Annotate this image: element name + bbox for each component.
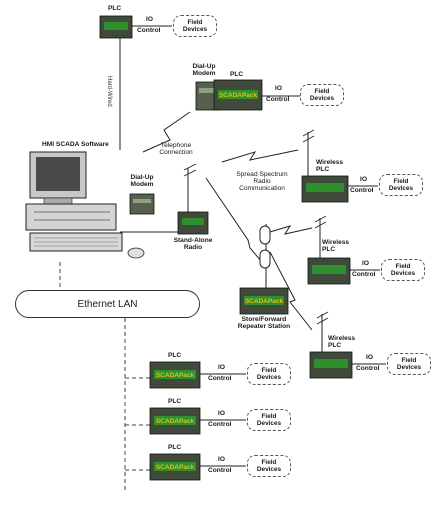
wireless-control-2-label: Control bbox=[352, 271, 376, 278]
svg-text:SCADAPack: SCADAPack bbox=[245, 298, 284, 305]
telephone-zigzag bbox=[142, 111, 191, 153]
lan-io-2-label: IO bbox=[218, 410, 225, 417]
upper-plc-label: PLC bbox=[230, 71, 244, 78]
top-plc-label: PLC bbox=[108, 5, 122, 12]
spread-spectrum-zigzag bbox=[221, 149, 299, 163]
field-devices-box: Field Devices bbox=[387, 353, 431, 375]
wireless-plc-1-icon bbox=[301, 129, 349, 203]
upper-scadapack-icon: SCADAPack bbox=[213, 79, 263, 111]
wireless-plc-2-icon bbox=[307, 215, 351, 285]
svg-text:SCADAPack: SCADAPack bbox=[156, 418, 195, 425]
computer-monitor-icon bbox=[29, 151, 87, 205]
mouse-icon bbox=[127, 247, 145, 259]
store-forward-label: Store/Forward Repeater Station bbox=[237, 316, 291, 330]
field-devices-label: Field Devices bbox=[390, 262, 416, 277]
wireless-plc-3-label: Wireless PLC bbox=[328, 335, 356, 349]
upper-io-label: IO bbox=[275, 85, 282, 92]
field-devices-label: Field Devices bbox=[396, 356, 422, 371]
lan-control-1-label: Control bbox=[208, 375, 232, 382]
lan-plc-2-label: PLC bbox=[168, 398, 182, 405]
telephone-connection-label: Telephone Connection bbox=[159, 142, 193, 156]
middle-modem-label: Dial-Up Modem bbox=[130, 174, 154, 188]
lan-plc-1-icon: SCADAPack bbox=[149, 361, 201, 389]
field-devices-box: Field Devices bbox=[247, 455, 291, 477]
svg-text:SCADAPack: SCADAPack bbox=[156, 372, 195, 379]
hmi-scada-label: HMI SCADA Software bbox=[42, 141, 109, 148]
upper-control-label: Control bbox=[266, 96, 290, 103]
repeater-wireless-zigzag-2 bbox=[269, 251, 313, 331]
field-devices-box: Field Devices bbox=[247, 409, 291, 431]
field-devices-label: Field Devices bbox=[256, 412, 282, 427]
repeater-wireless-zigzag-1 bbox=[269, 225, 313, 235]
field-devices-box: Field Devices bbox=[247, 363, 291, 385]
lan-plc-2-icon: SCADAPack bbox=[149, 407, 201, 435]
wireless-plc-3-icon bbox=[309, 311, 353, 379]
lan-plc-3-label: PLC bbox=[168, 444, 182, 451]
wireless-control-3-label: Control bbox=[356, 365, 380, 372]
lan-control-2-label: Control bbox=[208, 421, 232, 428]
field-devices-label: Field Devices bbox=[256, 366, 282, 381]
repeater-scadapack-icon: SCADAPack bbox=[239, 287, 289, 315]
lan-control-3-label: Control bbox=[208, 467, 232, 474]
keyboard-icon bbox=[29, 232, 123, 252]
field-devices-box: Field Devices bbox=[379, 174, 423, 196]
top-plc-icon bbox=[99, 15, 133, 39]
field-devices-box: Field Devices bbox=[300, 84, 344, 106]
field-devices-label: Field Devices bbox=[256, 458, 282, 473]
radio-repeater-line bbox=[205, 177, 263, 263]
spread-spectrum-label: Spread Spectrum Radio Communication bbox=[236, 171, 288, 192]
field-devices-label: Field Devices bbox=[182, 18, 208, 33]
top-control-label: Control bbox=[137, 27, 161, 34]
lan-io-1-label: IO bbox=[218, 364, 225, 371]
standalone-radio-label: Stand-Alone Radio bbox=[173, 237, 213, 251]
field-devices-label: Field Devices bbox=[388, 177, 414, 192]
standalone-radio-icon bbox=[177, 163, 209, 235]
repeater-antenna-icon bbox=[259, 224, 271, 292]
wireless-io-3-label: IO bbox=[366, 354, 373, 361]
svg-text:SCADAPack: SCADAPack bbox=[219, 92, 258, 99]
wireless-control-1-label: Control bbox=[350, 187, 374, 194]
wireless-plc-2-label: Wireless PLC bbox=[322, 239, 350, 253]
field-devices-label: Field Devices bbox=[309, 87, 335, 102]
middle-modem-icon bbox=[129, 193, 155, 215]
lan-io-3-label: IO bbox=[218, 456, 225, 463]
ethernet-lan-label: Ethernet LAN bbox=[77, 298, 138, 310]
computer-case-icon bbox=[25, 203, 117, 231]
wireless-plc-1-label: Wireless PLC bbox=[316, 159, 344, 173]
field-devices-box: Field Devices bbox=[173, 15, 217, 37]
field-devices-box: Field Devices bbox=[381, 259, 425, 281]
top-io-label: IO bbox=[146, 16, 153, 23]
lan-plc-3-icon: SCADAPack bbox=[149, 453, 201, 481]
ethernet-lan-box: Ethernet LAN bbox=[15, 290, 200, 318]
hard-wired-label: Hard-Wired bbox=[106, 76, 112, 107]
upper-modem-label: Dial-Up Modem bbox=[192, 63, 216, 77]
lan-plc-1-label: PLC bbox=[168, 352, 182, 359]
wireless-io-1-label: IO bbox=[360, 176, 367, 183]
svg-text:SCADAPack: SCADAPack bbox=[156, 464, 195, 471]
wireless-io-2-label: IO bbox=[362, 260, 369, 267]
